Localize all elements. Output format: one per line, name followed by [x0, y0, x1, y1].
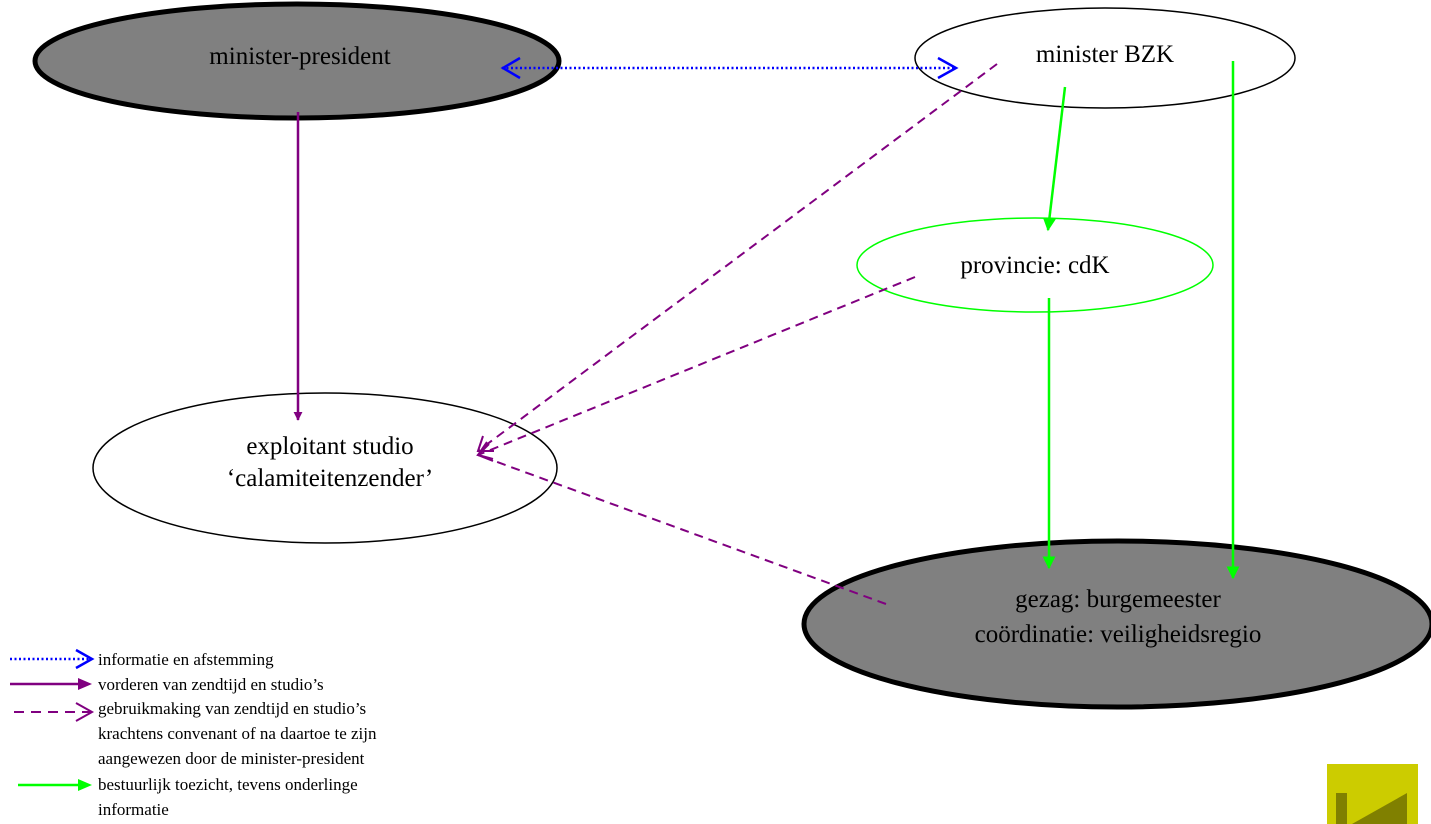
node-exploitant: exploitant studio ‘calamiteitenzender’	[92, 392, 558, 544]
node-gezag: gezag: burgemeester coördinatie: veiligh…	[801, 538, 1431, 710]
minister-bzk-ellipse	[914, 7, 1296, 109]
exploitant-ellipse	[92, 392, 558, 544]
back-to-start-button[interactable]	[1327, 764, 1418, 824]
exploitant-label-line2: ‘calamiteitenzender’	[227, 465, 433, 492]
legend-label-informatie: informatie en afstemming	[98, 650, 274, 669]
connector-info-mp-bzk	[500, 56, 959, 80]
legend: informatie en afstemming vorderen van ze…	[10, 648, 377, 819]
legend-label-gebruik-line2: krachtens convenant of na daartoe te zij…	[98, 724, 377, 743]
provincie-ellipse	[856, 217, 1214, 313]
legend-item-informatie: informatie en afstemming	[10, 648, 274, 670]
gezag-label-line1: gezag: burgemeester	[1015, 586, 1221, 613]
node-provincie: provincie: cdK	[856, 217, 1214, 313]
gezag-label-line2: coördinatie: veiligheidsregio	[975, 621, 1262, 648]
connector-toezicht-bzk-provincie	[1042, 86, 1067, 232]
legend-item-gebruik: gebruikmaking van zendtijd en studio’s k…	[14, 699, 377, 768]
minister-president-label: minister-president	[209, 43, 390, 70]
connector-gebruik-bzk-exploitant	[476, 63, 998, 452]
connector-gebruik-gezag-exploitant	[476, 443, 887, 605]
legend-label-gebruik-line1: gebruikmaking van zendtijd en studio’s	[98, 699, 366, 718]
node-minister-president: minister-president	[32, 1, 562, 121]
legend-label-gebruik-line3: aangewezen door de minister-president	[98, 749, 365, 768]
exploitant-label-line1: exploitant studio	[246, 433, 413, 460]
legend-label-toezicht-line2: informatie	[98, 800, 169, 819]
connector-gebruik-provincie-exploitant	[476, 276, 916, 460]
minister-bzk-label: minister BZK	[1036, 41, 1174, 68]
node-minister-bzk: minister BZK	[914, 7, 1296, 109]
provincie-label: provincie: cdK	[960, 252, 1109, 279]
legend-label-toezicht-line1: bestuurlijk toezicht, tevens onderlinge	[98, 775, 358, 794]
legend-item-vorderen: vorderen van zendtijd en studio’s	[10, 675, 324, 694]
legend-label-vorderen: vorderen van zendtijd en studio’s	[98, 675, 324, 694]
gezag-ellipse	[801, 538, 1431, 710]
legend-item-toezicht: bestuurlijk toezicht, tevens onderlinge …	[18, 775, 358, 819]
